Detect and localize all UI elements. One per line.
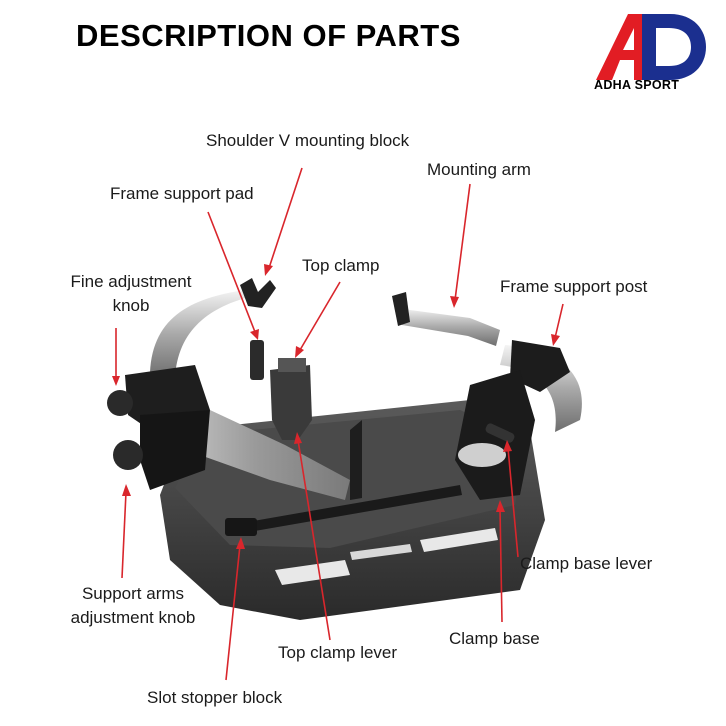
logo-text: ADHA SPORT [594,78,680,92]
leader-mounting-arm [454,183,471,301]
leader-frame-support-pad [207,211,256,333]
logo-a-counter [623,28,634,50]
fine-adjustment-knob [107,390,133,416]
page-title: DESCRIPTION OF PARTS [76,18,461,53]
label-fine-adjustment-knob: Fine adjustment knob [64,270,198,318]
label-clamp-base-lever: Clamp base lever [520,554,653,573]
center-rail [230,485,462,535]
adha-sport-logo [596,14,706,80]
leader-frame-support-post [554,303,564,339]
gear-rack [350,544,412,560]
leader-clamp-base [499,507,503,623]
clamp-base-lever [485,423,515,443]
leader-shoulder-v-arrow [264,264,273,276]
label-mounting-arm: Mounting arm [427,160,531,179]
leader-slot-stopper [225,544,241,681]
label-shoulder-v-mounting-block: Shoulder V mounting block [206,131,410,150]
frame-support-post [510,340,570,392]
label-support-arms-line2: adjustment knob [70,608,196,627]
label-top-clamp-lever: Top clamp lever [278,643,398,662]
leader-top-clamp-lever-arrow [294,432,302,444]
support-arms-adjustment-knob [113,440,143,470]
label-support-arms-line1: Support arms [81,584,185,603]
label-fine-adjustment-line1: Fine adjustment [70,272,192,291]
leader-top-clamp-lever [297,439,331,641]
slot-stopper-block [225,518,257,536]
leader-frame-support-pad-arrow [250,329,259,340]
leader-clamp-base-lever-arrow [503,440,512,452]
label-slot-stopper-block: Slot stopper block [147,688,283,707]
base-slot-right [420,528,498,552]
left-mounting-arm [150,290,262,378]
label-clamp-base: Clamp base [449,629,540,648]
base-slot-left [275,560,350,585]
leader-top-clamp-arrow [295,346,304,358]
top-clamp-lever [350,420,362,500]
label-top-clamp: Top clamp [302,256,380,275]
shoulder-v-mounting-block [240,278,276,308]
leader-support-arms-arrow [122,484,131,496]
clamp-base [458,443,506,467]
frame-support-pad [250,340,264,380]
right-v-block [392,292,410,326]
label-frame-support-post: Frame support post [500,277,648,296]
leader-clamp-base-lever [507,447,519,558]
label-support-arms-adjustment-knob: Support arms adjustment knob [62,582,204,630]
leader-mounting-arm-arrow [450,296,459,308]
leader-slot-stopper-arrow [236,537,245,549]
logo-d-blue [642,14,706,80]
top-clamp-jaws [278,358,306,372]
logo-a-red [596,14,648,80]
label-fine-adjustment-line2: knob [112,296,150,315]
leader-shoulder-v [268,167,303,269]
leader-frame-support-post-arrow [551,334,560,346]
leader-clamp-base-arrow [496,500,505,512]
leader-top-clamp [299,281,341,351]
leader-support-arms [121,491,127,579]
left-support-block-lower [140,410,210,490]
label-frame-support-pad: Frame support pad [110,184,254,203]
right-mounting-arm [395,308,500,346]
top-clamp [270,365,312,440]
leader-fine-adjustment-arrow [112,376,120,386]
